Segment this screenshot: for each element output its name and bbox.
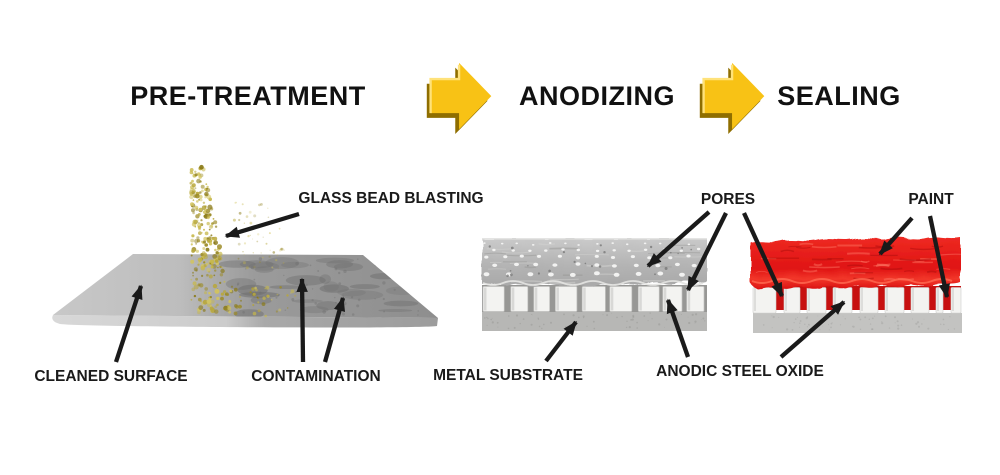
step-title-anodizing: ANODIZING: [519, 81, 675, 111]
label-glass-bead-blasting: GLASS BEAD BLASTING: [298, 190, 484, 207]
label-anodic-steel-oxide: ANODIC STEEL OXIDE: [656, 363, 824, 380]
label-contamination: CONTAMINATION: [251, 368, 381, 385]
pore-dots: [483, 242, 701, 278]
paint-layer: [751, 237, 961, 289]
step-title-pretreatment: PRE-TREATMENT: [130, 81, 366, 111]
label-pores: PORES: [700, 191, 756, 208]
label-cleaned-surface: CLEANED SURFACE: [34, 368, 188, 385]
step-title-sealing: SEALING: [777, 81, 901, 111]
label-paint: PAINT: [908, 191, 954, 208]
annotation-arrows: [113, 210, 950, 363]
anodized-layer-graphic: [482, 238, 707, 331]
label-metal-substrate: METAL SUBSTRATE: [433, 367, 583, 384]
process-arrow-icon: [426, 62, 492, 135]
process-arrow-icon: [699, 62, 765, 135]
pretreatment-plate-graphic: [52, 254, 439, 328]
sealed-layer-graphic: [751, 237, 962, 333]
glass-bead-stream: [189, 164, 297, 318]
